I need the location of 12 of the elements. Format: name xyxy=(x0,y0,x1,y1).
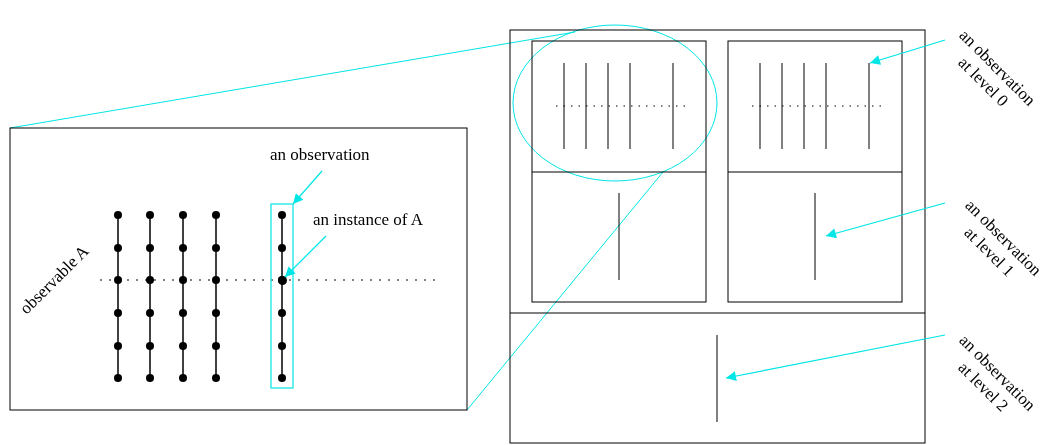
observation-line xyxy=(716,334,718,423)
dot xyxy=(278,276,287,285)
observation-line xyxy=(814,192,816,281)
observation-line xyxy=(868,62,870,150)
highlight-frame xyxy=(270,203,294,389)
leader-line xyxy=(825,202,946,239)
leader-line xyxy=(284,235,327,278)
callout-text: an observation xyxy=(270,145,370,165)
callout-text: an instance of A xyxy=(313,210,423,230)
leader-line xyxy=(725,334,946,381)
leader-line xyxy=(869,39,946,65)
leader-line xyxy=(292,170,323,205)
